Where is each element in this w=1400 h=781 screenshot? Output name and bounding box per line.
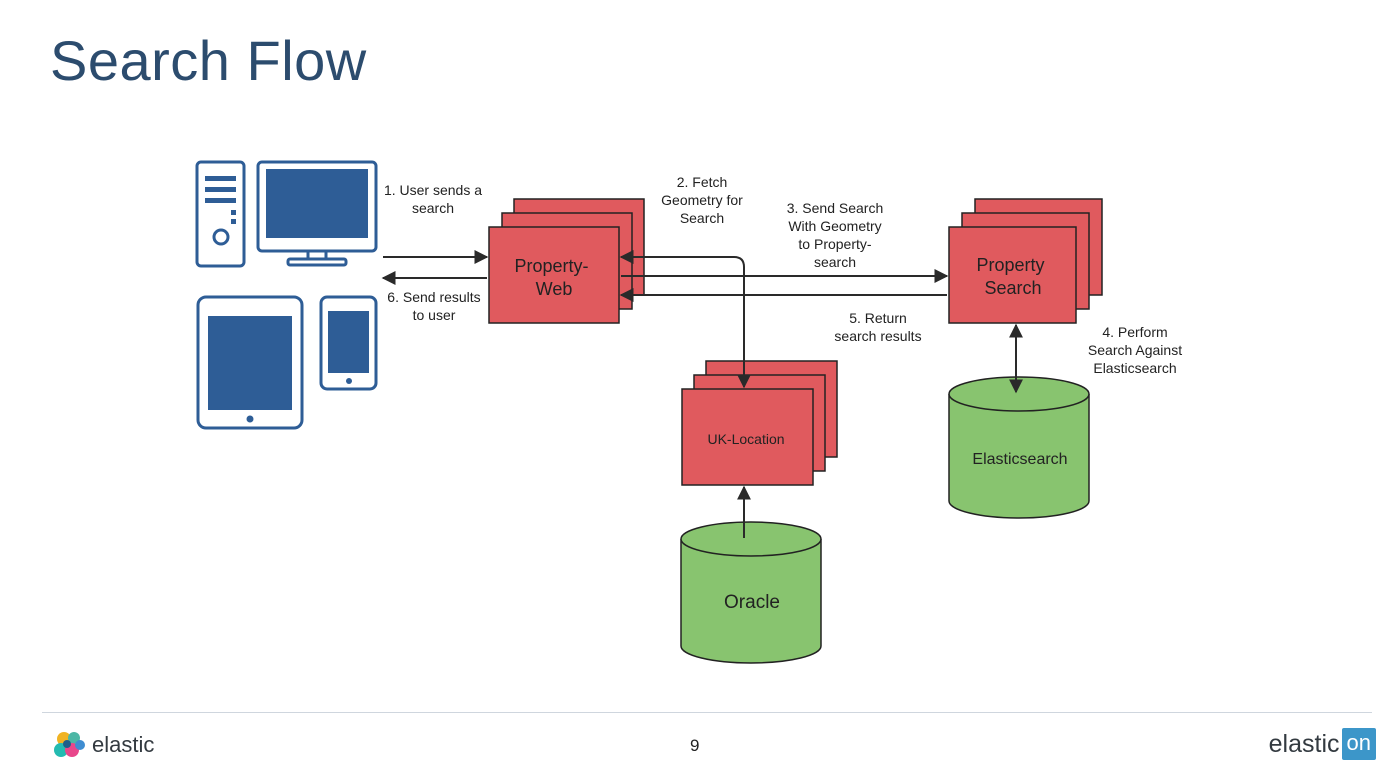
step1-line: 1. User sends a xyxy=(384,182,482,198)
step6-line: 6. Send results xyxy=(387,289,480,305)
property-web-label-line2: Web xyxy=(536,279,573,299)
elastic-on-logo-badge: on xyxy=(1341,728,1376,760)
page-number: 9 xyxy=(690,736,700,755)
step2-line: 2. Fetch xyxy=(677,174,728,190)
oracle-database: Oracle xyxy=(680,521,822,664)
step4-line: Elasticsearch xyxy=(1093,360,1176,376)
property-search-node: Property Search xyxy=(948,198,1103,324)
oracle-label: Oracle xyxy=(724,592,780,613)
step6-line: to user xyxy=(413,307,456,323)
step3-line: search xyxy=(814,254,856,270)
elastic-logo-mark-icon xyxy=(54,732,85,757)
elastic-on-logo-word: elastic xyxy=(1268,729,1340,758)
elasticsearch-database: Elasticsearch xyxy=(948,376,1090,519)
step-1-label: 1. User sends a search xyxy=(384,182,482,216)
property-web-label-line1: Property- xyxy=(514,256,588,276)
step1-line: search xyxy=(412,200,454,216)
elastic-on-logo: elastic on xyxy=(1269,726,1376,762)
step-5-label: 5. Return search results xyxy=(834,310,921,344)
property-web-node: Property- Web xyxy=(488,198,645,324)
property-search-label-line1: Property xyxy=(976,255,1044,275)
step4-line: Search Against xyxy=(1088,342,1182,358)
slide-title: Search Flow xyxy=(50,29,367,92)
elasticsearch-label: Elasticsearch xyxy=(972,451,1067,468)
uk-location-node: UK-Location xyxy=(681,360,838,486)
arrow-fetch-geometry xyxy=(619,250,751,389)
svg-text:Property Search: Property Search xyxy=(976,255,1049,298)
desktop-tower-icon xyxy=(195,160,246,268)
svg-text:Property- Web: Property- Web xyxy=(514,256,593,299)
step5-line: 5. Return xyxy=(849,310,907,326)
footer-divider xyxy=(42,712,1372,713)
property-search-label-line2: Search xyxy=(984,278,1041,298)
elastic-logo: elastic xyxy=(52,728,154,762)
elastic-logo-text: elastic xyxy=(92,732,155,757)
step2-line: Search xyxy=(680,210,724,226)
step5-line: search results xyxy=(834,328,921,344)
monitor-icon xyxy=(256,160,378,267)
step3-line: to Property- xyxy=(798,236,871,252)
uk-location-label: UK-Location xyxy=(707,431,784,447)
step2-line: Geometry for xyxy=(661,192,743,208)
step3-line: 3. Send Search xyxy=(787,200,884,216)
step4-line: 4. Perform xyxy=(1102,324,1167,340)
step-6-label: 6. Send results to user xyxy=(387,289,480,323)
phone-icon xyxy=(319,295,378,391)
tablet-icon xyxy=(196,295,304,430)
step3-line: With Geometry xyxy=(788,218,881,234)
